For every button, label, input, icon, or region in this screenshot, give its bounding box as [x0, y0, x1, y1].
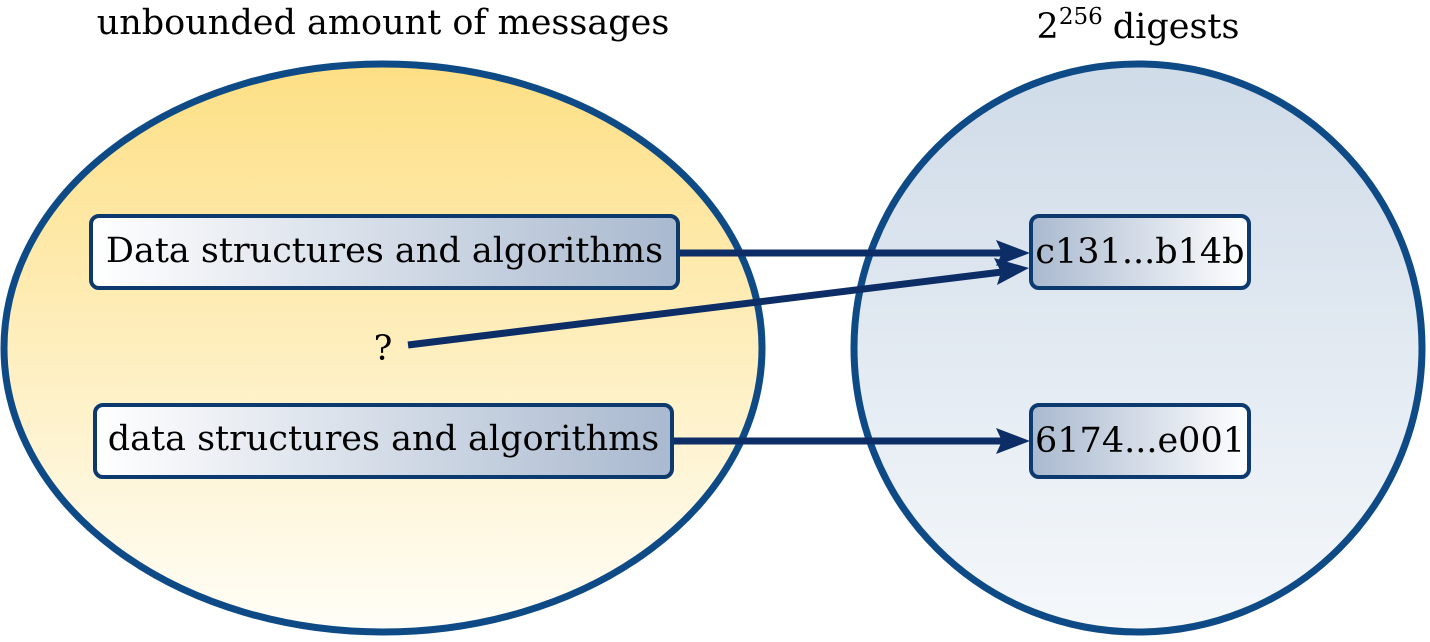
- left-set-title: unbounded amount of messages: [97, 3, 670, 43]
- message-label-1: Data structures and algorithms: [106, 231, 663, 271]
- message-box-2: data structures and algorithms: [93, 403, 674, 479]
- arrow-msg1-to-digest1: [678, 240, 1030, 266]
- arrow-unknown-to-digest1: [407, 258, 1029, 349]
- right-set-title-exponent: 256: [1059, 4, 1103, 30]
- digest-box-1: c131...b14b: [1029, 214, 1251, 290]
- arrow-msg2-to-digest2: [672, 428, 1030, 454]
- digest-set-circle: [850, 60, 1426, 636]
- digest-label-2: 6174...e001: [1035, 421, 1245, 461]
- right-set-title-suffix: digests: [1113, 7, 1240, 47]
- unknown-message-label: ?: [374, 329, 393, 369]
- right-set-title-base: 2: [1037, 7, 1059, 47]
- message-set-ellipse: [0, 60, 766, 636]
- digest-box-2: 6174...e001: [1029, 403, 1251, 479]
- right-set-title: 2256 digests: [1037, 4, 1240, 47]
- message-label-2: data structures and algorithms: [108, 419, 660, 459]
- mapping-arrows: [407, 240, 1030, 454]
- message-box-1: Data structures and algorithms: [89, 214, 680, 290]
- digest-label-1: c131...b14b: [1035, 232, 1244, 272]
